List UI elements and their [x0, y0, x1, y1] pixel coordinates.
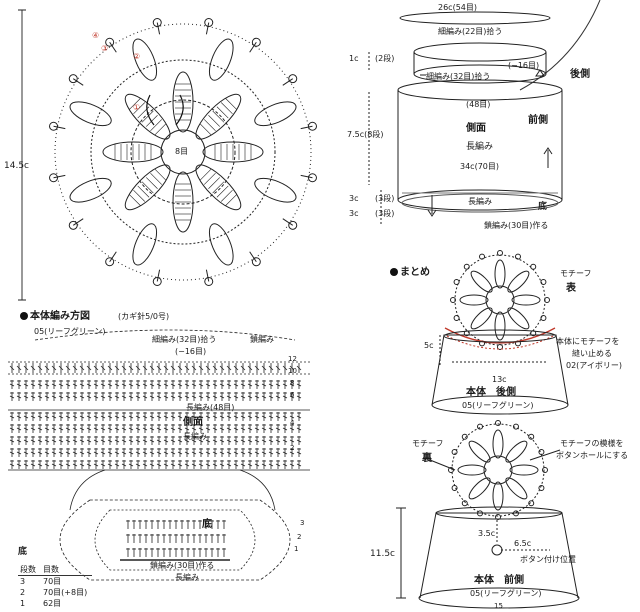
assembly-w13-label: 13c [492, 375, 507, 384]
stitch-rows-side [9, 380, 302, 469]
stitch-rows-bottom [126, 520, 226, 557]
side-label: 側面 [466, 123, 486, 134]
yarn05b-label: 05(リーフグリーン) [470, 589, 542, 598]
motif-chart [18, 9, 317, 301]
round-marker-1: ① [133, 103, 141, 112]
row-number-8: 8 [290, 379, 295, 387]
assembly-d65-label: 6.5c [514, 539, 532, 548]
sew-note2-label: 縫い止める [572, 349, 612, 358]
bottom-table: 段数 目数 3 70目 2 70目(+8目) 1 62目 [18, 564, 93, 609]
stitches48-label: (48目) [466, 100, 491, 109]
yarn02-label: 02(アイボリー) [566, 361, 623, 370]
chart-chain30-label: 鎖編み(30目)作る [150, 561, 215, 570]
button-position-label: ボタン付け位置 [520, 555, 576, 564]
h1-label: 1c [349, 54, 359, 63]
motif-height-label: 14.5c [4, 161, 29, 171]
pickup32-label: 細編み(32目)拾う [426, 72, 491, 81]
bottom-label: 底 [538, 202, 548, 212]
h1-rows-label: (2段) [375, 54, 395, 63]
round-marker-4: ④ [92, 31, 100, 40]
table-row: 2 70目(+8目) [20, 588, 88, 597]
assembly-h115-label: 11.5c [370, 549, 395, 559]
bottom-table-title: 底 [18, 547, 28, 557]
top-decrease-label: (−16目) [508, 61, 540, 70]
sew-note-label: 本体にモチーフを [556, 337, 620, 346]
assembly-h35-label: 3.5c [478, 529, 496, 538]
body-chart [8, 329, 310, 581]
body-back-label: 本体 後側 [466, 387, 516, 398]
chart-side-long-label: 長編み [183, 432, 207, 441]
row-number-10: 10 [288, 367, 297, 375]
needle-label: (カギ針5/0号) [118, 312, 170, 321]
button-note2-label: ボタンホールにする [556, 451, 629, 460]
front-label: 前側 [528, 115, 548, 126]
row-number-12: 12 [288, 355, 297, 363]
h3a-rows-label: (3段) [375, 194, 395, 203]
yarn05-label: 05(リーフグリーン) [462, 401, 534, 410]
bottom-row-3: 3 [300, 519, 305, 527]
h3a-label: 3c [349, 194, 359, 203]
row-number-4: 4 [290, 419, 295, 427]
chart-decrease16-label: (−16目) [175, 347, 207, 356]
top-width-label: 26c(54目) [438, 3, 477, 12]
motif-back-label: モチーフ [412, 439, 444, 448]
assembly-back [431, 250, 569, 415]
back-side-label: 裏 [422, 453, 432, 464]
h2-label: 7.5c(8段) [347, 130, 384, 139]
table-header: 段数 [18, 564, 41, 576]
row-number-2: 2 [290, 444, 295, 452]
body-chart-heading: 本体編み方図 [20, 312, 90, 322]
assembly-h5-label: 5c [424, 341, 434, 350]
front-side-label: 表 [566, 283, 576, 294]
chart-bottom-label: 底 [202, 519, 212, 530]
stitch-row-top [9, 363, 302, 373]
chart-pickup32-label: 細編み(32目)拾う [152, 335, 217, 344]
side-long-label: 長編み [466, 142, 494, 152]
table-row: 3 70目 [20, 577, 62, 586]
table-header: 目数 [41, 564, 93, 576]
round-marker-3: ③ [101, 44, 109, 53]
bottom-row-1: 1 [294, 545, 299, 553]
table-row: 1 62目 [20, 599, 62, 608]
round-marker-2: ② [133, 52, 141, 61]
chart-bottom-long-label: 長編み [175, 573, 199, 582]
motif-center-label: 8目 [175, 147, 189, 156]
chart-chain-right-label: 鎖編み [250, 335, 274, 344]
assembly-front [396, 420, 580, 609]
h3b-rows-label: (3段) [375, 209, 395, 218]
button-note-label: モチーフの模様を [560, 439, 624, 448]
bottom-row-2: 2 [297, 533, 302, 541]
body-front-label: 本体 前側 [474, 575, 524, 586]
motif-petals [69, 38, 297, 266]
motif-front-label: モチーフ [560, 269, 592, 278]
width34-label: 34c(70目) [460, 162, 499, 171]
assembly-w15-label: 15 [494, 602, 503, 610]
back-label: 後側 [570, 69, 590, 80]
row-number-6: 6 [290, 391, 295, 399]
h3b-label: 3c [349, 209, 359, 218]
yarn-label: 05(リーフグリーン) [34, 327, 106, 336]
chart-side-label: 側面 [183, 417, 203, 428]
top-pickup-label: 細編み(22目)拾う [438, 27, 503, 36]
assembly-heading: まとめ [390, 268, 430, 278]
side-diagram [368, 0, 601, 225]
chart-long48-label: 長編み(48目) [186, 403, 235, 412]
motif-picots [49, 18, 317, 286]
bottom-long-label: 長編み [468, 197, 492, 206]
chain-start-label: 鎖編み(30目)作る [484, 221, 549, 230]
